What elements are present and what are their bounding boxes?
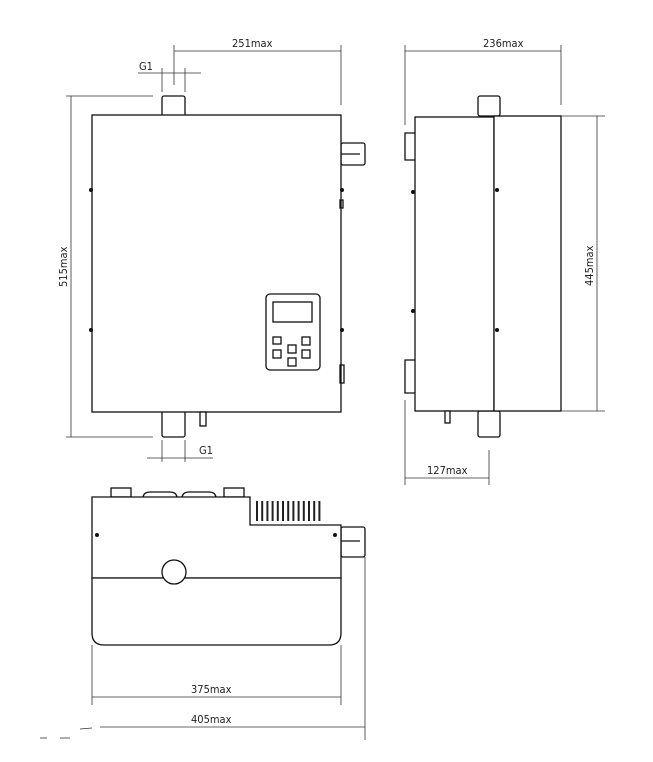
dim-515max: 515max [57, 246, 70, 287]
dim-375max: 375max [191, 683, 232, 696]
dim-405max: 405max [191, 713, 232, 726]
heatsink-fin [261, 501, 264, 521]
display-screen [272, 301, 313, 323]
up-button-icon [287, 344, 297, 354]
heatsink-fin [297, 501, 300, 521]
drain-fitting [199, 411, 207, 427]
heatsink-fin [318, 501, 321, 521]
heatsink-fin [308, 501, 310, 521]
heatsink-fin [271, 501, 274, 521]
control-panel [265, 293, 321, 371]
heatsink-fin [292, 501, 295, 521]
left-button-icon [272, 349, 282, 359]
top-view: 375max 405max [40, 487, 366, 740]
heatsink-fin [266, 501, 269, 521]
bottom-pipe [161, 410, 186, 438]
top-cover [91, 577, 342, 646]
dim-251max: 251max [232, 37, 273, 50]
heatsink-fin [313, 501, 316, 521]
dim-127max: 127max [427, 464, 468, 477]
front-view: 251max G1 515max G1 [57, 37, 366, 462]
dim-g1-bottom: G1 [199, 444, 213, 457]
side-cover [493, 115, 562, 412]
heatsink-fin [282, 501, 284, 521]
side-body [414, 116, 495, 412]
cancel-button-icon [301, 336, 311, 346]
down-button-icon [287, 357, 297, 367]
heatsink-fin [256, 501, 258, 521]
right-button-icon [301, 349, 311, 359]
heatsink-fin [287, 501, 290, 521]
side-view: 236max 445max 127max [404, 37, 605, 485]
ok-button-icon [272, 336, 282, 345]
top-pipe [161, 95, 186, 117]
dim-445max: 445max [583, 245, 596, 286]
dim-g1-top: G1 [139, 60, 153, 73]
heatsink-fin [302, 501, 305, 521]
heatsink-fin [276, 501, 279, 521]
dim-236max: 236max [483, 37, 524, 50]
heatsink-fins [256, 501, 321, 521]
